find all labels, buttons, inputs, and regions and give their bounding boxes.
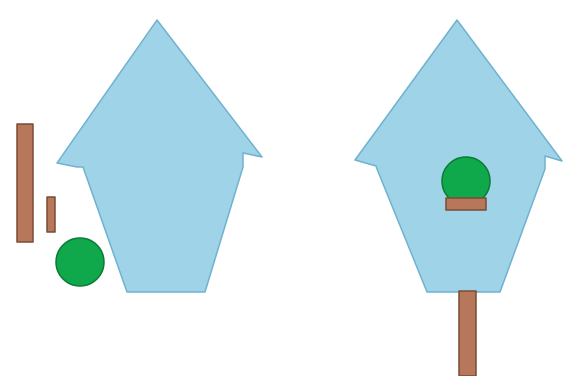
right-figure: [355, 20, 562, 376]
left-short-plank: [47, 197, 55, 232]
left-round-piece: [56, 238, 104, 286]
right-perch: [446, 198, 486, 210]
left-figure: [17, 20, 262, 292]
right-pole: [459, 291, 476, 376]
left-long-plank: [17, 124, 33, 242]
right-birdhouse-body: [355, 20, 562, 292]
